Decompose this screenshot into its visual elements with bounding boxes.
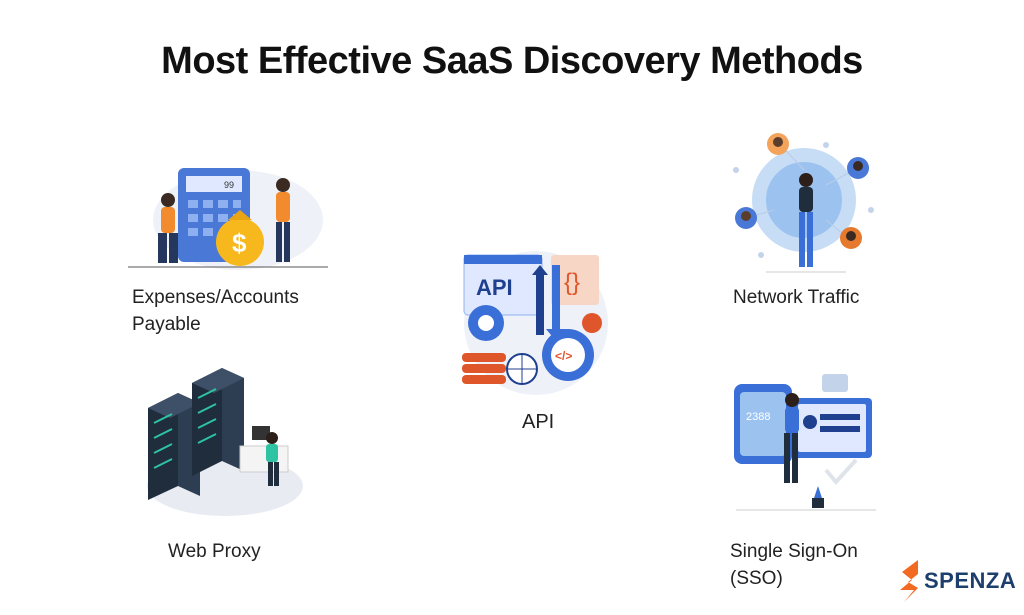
login-screen-icon: 2388 [734, 374, 876, 511]
svg-text:99: 99 [224, 180, 234, 190]
svg-text:API: API [476, 275, 513, 300]
calculator-money-icon: 99 $ [128, 168, 328, 270]
expenses-label-line1: Expenses/Accounts [132, 287, 299, 308]
api-label: API [522, 411, 555, 433]
svg-text:$: $ [232, 228, 247, 258]
web-proxy-label: Web Proxy [168, 541, 261, 562]
page-title: Most Effective SaaS Discovery Methods [161, 40, 863, 82]
spenza-logo: SPENZA [898, 558, 1016, 604]
expenses-label: Expenses/Accounts Payable [132, 284, 299, 338]
svg-text:</>: </> [555, 349, 572, 363]
svg-text:2388: 2388 [746, 411, 770, 423]
sso-label-line1: Single Sign-On [730, 541, 858, 562]
sso-label-line2: (SSO) [730, 568, 783, 589]
svg-text:{}: {} [564, 269, 580, 296]
server-rack-icon [147, 368, 303, 516]
spenza-mark-icon [900, 560, 918, 602]
expenses-label-line2: Payable [132, 314, 201, 335]
network-traffic-label: Network Traffic [733, 287, 860, 308]
api-integration-icon: API {} </> [462, 251, 608, 395]
global-network-icon [733, 133, 874, 273]
brand-name: SPENZA [924, 568, 1017, 593]
sso-label: Single Sign-On (SSO) [730, 538, 858, 592]
